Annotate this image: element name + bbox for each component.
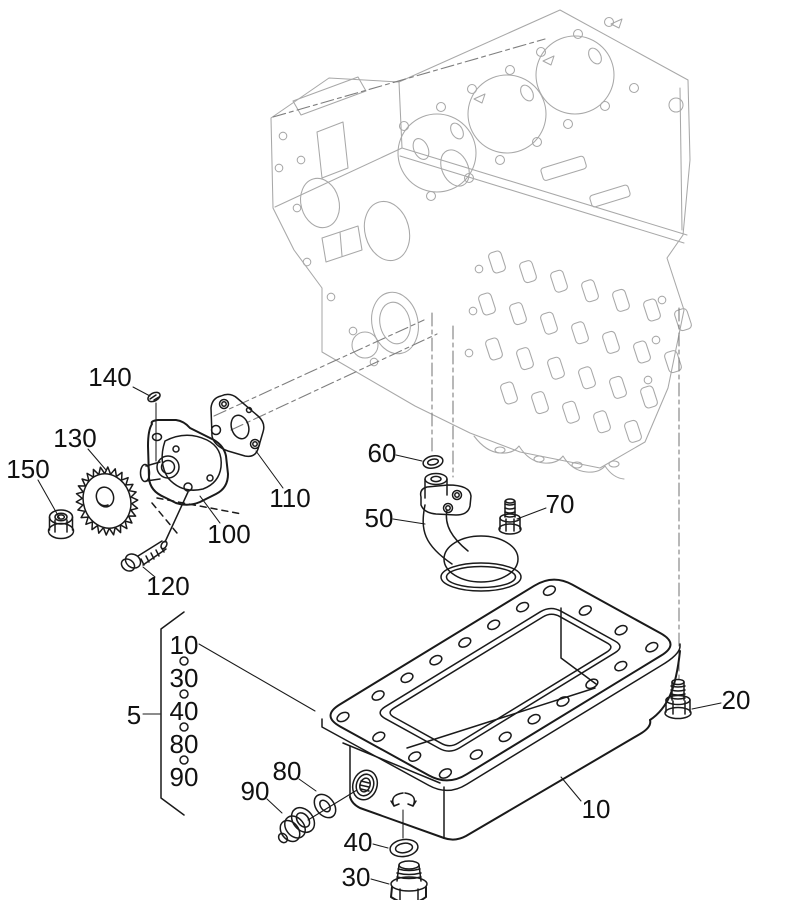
pickup-tube-and-strainer: [419, 472, 522, 592]
pan-inner-rim-inner: [389, 613, 612, 747]
callout-20: 20: [721, 685, 751, 715]
drain-plug-30: [390, 860, 428, 900]
callout-60: 60: [367, 438, 397, 468]
group-item-80: 80: [169, 729, 199, 759]
hidden-fit-lines: [151, 491, 243, 543]
flange-bolt-holes: [336, 585, 659, 779]
bolt-120: [120, 540, 168, 572]
callout-10: 10: [581, 794, 611, 824]
chain-lines: [307, 789, 404, 839]
front-face-features: [300, 121, 470, 359]
callout-120: 120: [146, 571, 190, 601]
bottom-flange-holes: [494, 446, 620, 469]
callout-40: 40: [343, 827, 373, 857]
callout-150: 150: [6, 454, 50, 484]
flange-lip: [321, 643, 681, 792]
oil-pump-assembly: [47, 391, 265, 572]
gasket-110: [210, 393, 265, 458]
rotate-arrow-icon: [390, 792, 417, 807]
group-item-30: 30: [169, 663, 199, 693]
oil-pan-flange: [329, 578, 672, 782]
oil-pan-assembly: [277, 578, 692, 900]
deck-bolt-holes: [398, 16, 640, 202]
callout-100: 100: [207, 519, 251, 549]
gasket-40: [389, 838, 419, 858]
cylinder-bores: [397, 35, 615, 193]
callout-50: 50: [364, 503, 394, 533]
callout-70: 70: [545, 489, 575, 519]
oil-pan-body: [342, 650, 681, 841]
drive-gear-130: [75, 466, 139, 536]
pan-inner-rim-outer: [379, 607, 621, 752]
callout-leader-lines: [37, 386, 722, 885]
group-item-10: 10: [169, 630, 199, 660]
deck-coolant-ovals: [450, 18, 623, 140]
callout-130: 130: [53, 423, 97, 453]
pan-interior-edges: [406, 607, 597, 749]
bolt-20: [664, 678, 692, 720]
group-item-40: 40: [169, 696, 199, 726]
group-label-5: 5: [126, 700, 142, 730]
engine-block-ghost: [270, 9, 692, 480]
callout-80: 80: [272, 756, 302, 786]
callout-140: 140: [88, 362, 132, 392]
callout-110: 110: [269, 483, 311, 513]
block-small-holes: [274, 131, 667, 385]
side-face-pads: [540, 97, 684, 208]
block-silhouette: [270, 9, 691, 469]
group-item-90: 90: [169, 762, 199, 792]
drain-boss: [351, 769, 379, 801]
oil-pump-100: [139, 419, 229, 506]
plug-90: [277, 806, 316, 844]
washer-80: [313, 793, 337, 819]
o-ring-60: [422, 455, 444, 469]
oil-pickup-assembly: [419, 455, 522, 592]
callout-30: 30: [341, 862, 371, 892]
assembly-centerlines: [213, 38, 680, 680]
bolt-70: [498, 498, 522, 535]
group-bracket: [160, 611, 189, 816]
woodruff-key-140: [147, 391, 161, 403]
nut-150: [47, 509, 75, 540]
crankcase-windows: [478, 250, 692, 443]
callout-90: 90: [240, 776, 270, 806]
